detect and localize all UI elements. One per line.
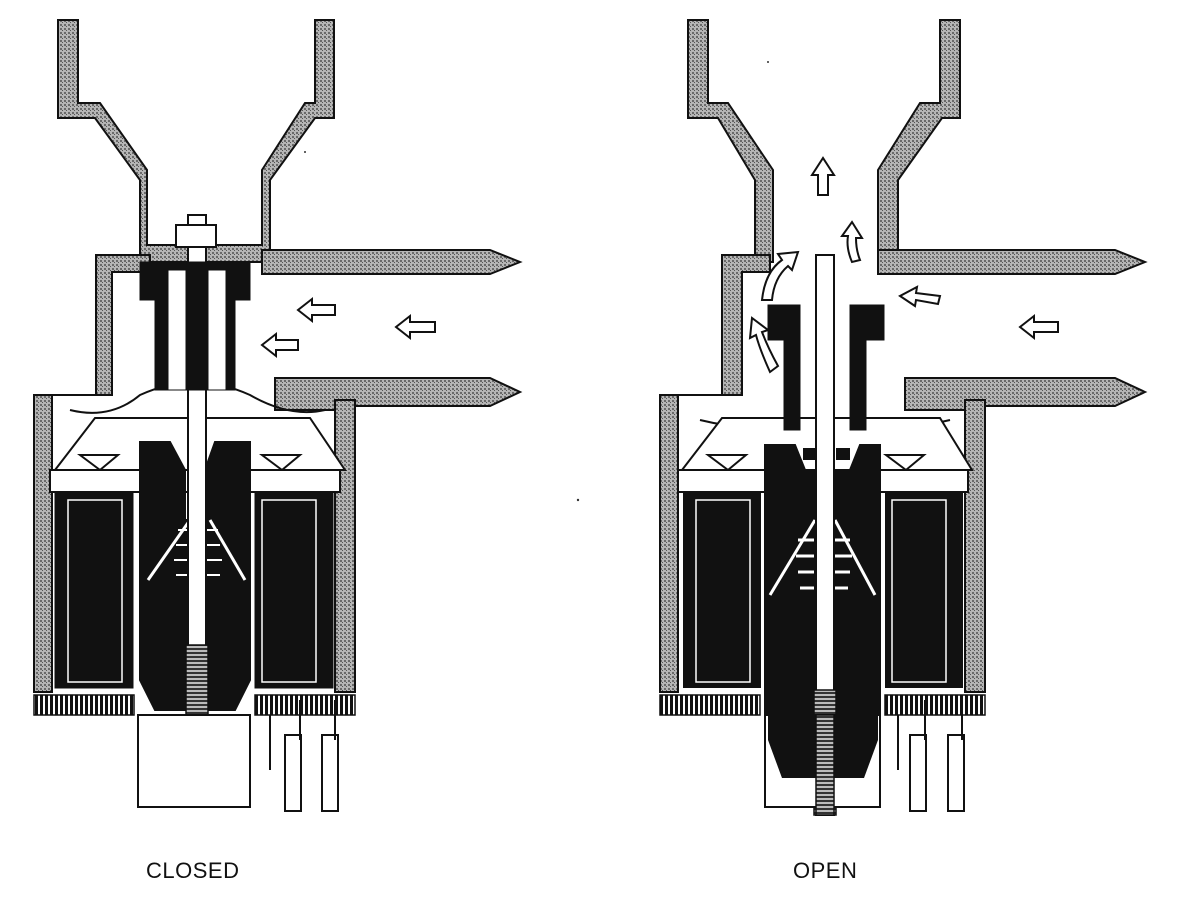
open-spring bbox=[796, 538, 852, 590]
open-body-wall-right bbox=[964, 399, 986, 693]
open-outlet-funnel bbox=[687, 19, 774, 263]
open-coil-right bbox=[885, 492, 963, 688]
open-terminal-strip bbox=[659, 694, 761, 716]
closed-inlet-pipe-bottom bbox=[274, 377, 523, 411]
open-valve bbox=[659, 19, 1148, 816]
open-inlet-pipe-bottom bbox=[904, 377, 1148, 411]
open-valve-head bbox=[767, 304, 801, 431]
closed-valve bbox=[33, 19, 523, 812]
open-chamber-wall-left bbox=[659, 254, 771, 693]
closed-spring-seat-right bbox=[259, 454, 303, 472]
closed-coil-right bbox=[254, 491, 334, 689]
open-terminals bbox=[897, 700, 965, 812]
closed-valve-head bbox=[139, 261, 251, 391]
closed-flow-arrows bbox=[260, 296, 436, 359]
open-flow-arrows bbox=[748, 156, 1059, 374]
open-caption: OPEN bbox=[793, 858, 858, 883]
closed-body-wall-right bbox=[334, 399, 356, 693]
closed-terminals bbox=[269, 700, 339, 812]
open-inlet-pipe-top bbox=[877, 249, 1148, 275]
speck bbox=[576, 498, 580, 502]
closed-spring-seat-left bbox=[77, 454, 121, 472]
closed-caption: CLOSED bbox=[146, 858, 240, 883]
closed-bottom-case bbox=[137, 714, 251, 808]
closed-inlet-pipe-top bbox=[261, 249, 523, 275]
closed-outlet-funnel bbox=[57, 19, 335, 263]
closed-terminal-strip bbox=[33, 694, 135, 716]
